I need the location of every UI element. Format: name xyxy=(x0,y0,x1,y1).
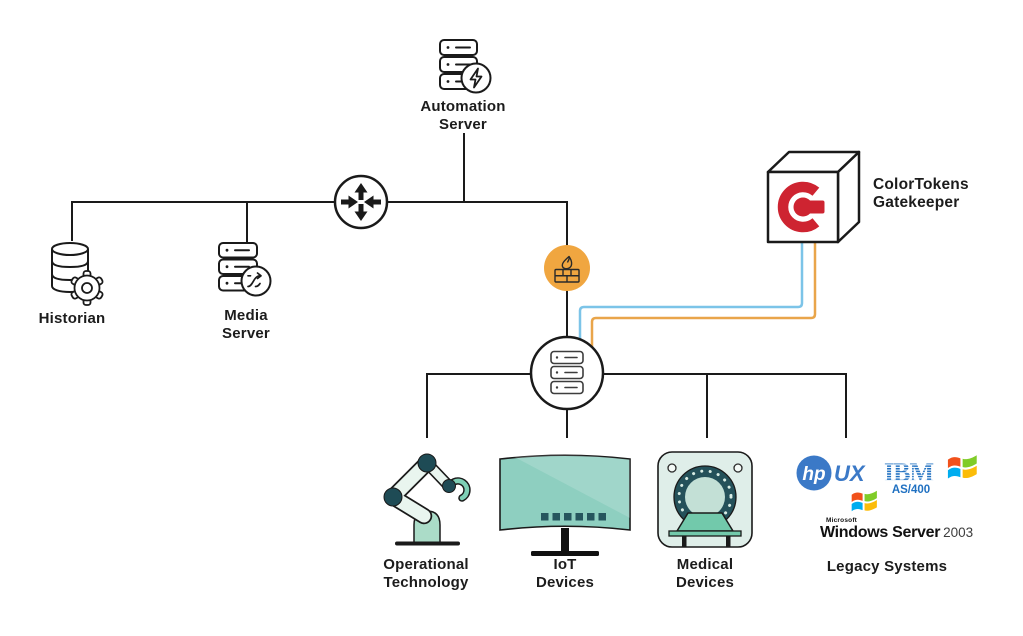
hp-ux-text: UX xyxy=(834,461,866,486)
segment-switch-icon xyxy=(529,335,605,411)
robot-arm-icon xyxy=(383,453,471,546)
mri-scanner-icon xyxy=(657,451,753,548)
historian-database-gear-icon xyxy=(51,242,104,306)
bolt-badge-icon xyxy=(460,62,492,94)
windows-server-text: Windows Server xyxy=(820,524,941,541)
microsoft-text: Microsoft xyxy=(826,517,858,524)
media-server-label: Media Server xyxy=(222,307,270,342)
gatekeeper-label: ColorTokens Gatekeeper xyxy=(873,176,969,211)
windows-logo xyxy=(947,455,977,479)
shuffle-badge-icon xyxy=(240,265,272,297)
automation-server-icon xyxy=(439,39,492,94)
hp-logo-text: hp xyxy=(802,464,825,485)
historian-label: Historian xyxy=(38,310,106,327)
firewall-icon xyxy=(544,245,590,291)
gatekeeper-orange-link xyxy=(590,242,817,349)
connector-lines xyxy=(71,133,847,438)
bottom-bus-line xyxy=(426,373,847,438)
automation-server-label: Automation Server xyxy=(420,98,506,133)
ibm-as400-logo: IBM AS/400 xyxy=(884,458,934,496)
media-server-icon xyxy=(218,242,272,297)
ibm-wordmark-text: IBM xyxy=(884,458,933,487)
hp-ux-logo: hp UX xyxy=(796,455,866,491)
colortokens-gatekeeper-cube-icon xyxy=(766,150,861,244)
medical-devices-label: Medical Devices xyxy=(675,556,735,591)
curved-monitor-icon xyxy=(499,454,631,556)
legacy-systems-label: Legacy Systems xyxy=(826,558,948,575)
colortokens-logo-icon xyxy=(777,181,825,233)
top-bus-line xyxy=(71,201,568,338)
gear-icon xyxy=(70,270,104,306)
router-cross-arrows-icon xyxy=(333,174,389,230)
windows-server-flag-logo xyxy=(851,490,877,512)
iot-devices-label: IoT Devices xyxy=(535,556,595,591)
windows-server-year-text: 2003 xyxy=(943,525,974,540)
gatekeeper-blue-link xyxy=(578,242,804,343)
operational-technology-label: Operational Technology xyxy=(383,556,469,591)
as400-text: AS/400 xyxy=(892,484,930,496)
